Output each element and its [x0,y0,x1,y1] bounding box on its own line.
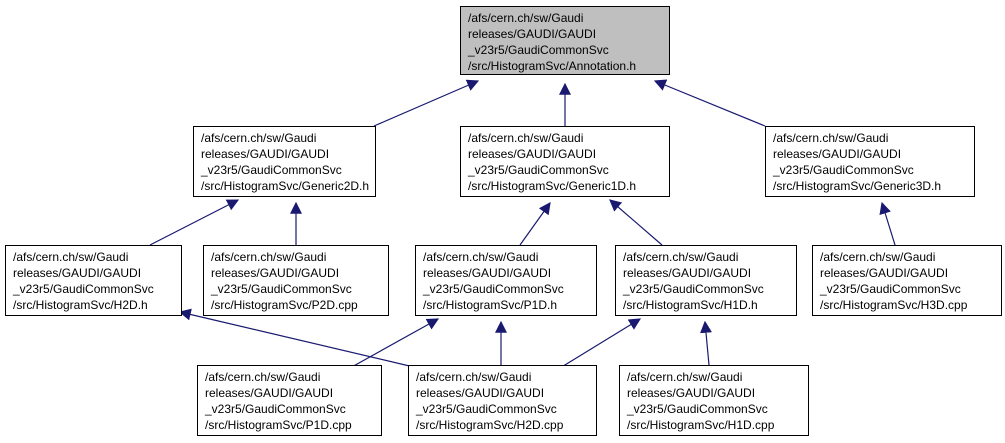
node-label-line: /src/HistogramSvc/H3D.cpp [820,298,968,312]
node-h1d-h[interactable]: /afs/cern.ch/sw/Gaudi releases/GAUDI/GAUD… [615,245,797,316]
node-label-line: _v23r5/GaudiCommonSvc [200,163,342,177]
node-p1d-cpp[interactable]: /afs/cern.ch/sw/Gaudi releases/GAUDI/GAUD… [197,365,382,436]
node-box [415,245,597,316]
node-label-line: /src/HistogramSvc/Generic2D.h [201,179,369,193]
node-label-line: _v23r5/GaudiCommonSvc [415,402,557,416]
node-h1d-cpp[interactable]: /afs/cern.ch/sw/Gaudi releases/GAUDI/GAUD… [619,365,809,436]
node-box [203,245,389,316]
node-generic3d[interactable]: /afs/cern.ch/sw/Gaudi releases/GAUDI/GAUD… [765,126,975,197]
node-label-line: /afs/cern.ch/sw/Gaudi [627,370,742,384]
node-label-line: /afs/cern.ch/sw/Gaudi [773,131,888,145]
node-h3d-cpp[interactable]: /afs/cern.ch/sw/Gaudi releases/GAUDI/GAUD… [812,245,1002,316]
node-label-line: releases/GAUDI/GAUDI [423,266,551,280]
node-label-line: releases/GAUDI/GAUDI [205,386,333,400]
node-h2d-cpp[interactable]: /afs/cern.ch/sw/Gaudi releases/GAUDI/GAUD… [408,365,597,436]
node-label-line: /afs/cern.ch/sw/Gaudi [820,250,935,264]
node-box [619,365,809,436]
node-label-line: /src/HistogramSvc/P1D.cpp [205,418,352,432]
node-box [460,6,670,75]
node-box [812,245,1002,316]
node-p2d-cpp[interactable]: /afs/cern.ch/sw/Gaudi releases/GAUDI/GAUD… [203,245,389,316]
node-label-line: releases/GAUDI/GAUDI [627,386,755,400]
node-label-line: /afs/cern.ch/sw/Gaudi [211,250,326,264]
node-box [765,126,975,197]
node-label-line: releases/GAUDI/GAUDI [468,27,596,41]
node-label-line: releases/GAUDI/GAUDI [201,147,329,161]
node-label-line: releases/GAUDI/GAUDI [773,147,901,161]
node-label-line: /afs/cern.ch/sw/Gaudi [13,250,128,264]
node-label-line: releases/GAUDI/GAUDI [468,147,596,161]
node-label-line: _v23r5/GaudiCommonSvc [819,282,961,296]
node-label-line: _v23r5/GaudiCommonSvc [626,402,768,416]
edge-h2d_h-to-generic2d [149,199,240,246]
node-label-line: /afs/cern.ch/sw/Gaudi [416,370,531,384]
node-label-line: /afs/cern.ch/sw/Gaudi [201,131,316,145]
node-label-line: /src/HistogramSvc/Generic3D.h [773,179,941,193]
edges-layer [149,79,896,369]
node-label-line: _v23r5/GaudiCommonSvc [210,282,352,296]
node-label-line: /src/HistogramSvc/H2D.cpp [416,418,564,432]
node-label-line: _v23r5/GaudiCommonSvc [467,163,609,177]
node-h2d-h[interactable]: /afs/cern.ch/sw/Gaudi releases/GAUDI/GAUD… [5,245,182,316]
node-label-line: releases/GAUDI/GAUDI [211,266,339,280]
node-label-line: /src/HistogramSvc/H1D.h [623,298,758,312]
node-label-line: releases/GAUDI/GAUDI [13,266,141,280]
edge-p1d_cpp-to-p1d_h [349,318,440,369]
node-label-line: releases/GAUDI/GAUDI [820,266,948,280]
node-box [5,245,182,316]
node-label-line: releases/GAUDI/GAUDI [416,386,544,400]
node-generic2d[interactable]: /afs/cern.ch/sw/Gaudi releases/GAUDI/GAUD… [193,126,376,197]
node-label-line: _v23r5/GaudiCommonSvc [12,282,154,296]
node-label-line: /afs/cern.ch/sw/Gaudi [205,370,320,384]
node-box [197,365,382,436]
node-label-line: /src/HistogramSvc/P1D.h [423,298,557,312]
node-annotation[interactable]: /afs/cern.ch/sw/Gaudi releases/GAUDI/GAUD… [460,6,670,75]
node-label-line: _v23r5/GaudiCommonSvc [422,282,564,296]
node-label-line: _v23r5/GaudiCommonSvc [467,43,609,57]
node-box [193,126,376,197]
node-label-line: /src/HistogramSvc/Generic1D.h [468,179,636,193]
nodes-layer: /afs/cern.ch/sw/Gaudi releases/GAUDI/GAUD… [5,6,1002,436]
node-label-line: _v23r5/GaudiCommonSvc [622,282,764,296]
edge-h1d_h-to-generic1d [609,199,663,246]
node-generic1d[interactable]: /afs/cern.ch/sw/Gaudi releases/GAUDI/GAUD… [460,126,670,197]
node-label-line: releases/GAUDI/GAUDI [623,266,751,280]
edge-h3d_cpp-to-generic3d [879,201,896,246]
node-box [460,126,670,197]
node-label-line: /afs/cern.ch/sw/Gaudi [423,250,538,264]
node-label-line: /afs/cern.ch/sw/Gaudi [468,131,583,145]
node-label-line: /afs/cern.ch/sw/Gaudi [623,250,738,264]
edge-h2d_cpp-to-h1d_h [559,318,642,369]
node-label-line: /src/HistogramSvc/H2D.h [13,298,148,312]
edge-generic2d-to-annotation [373,79,480,127]
node-label-line: /src/HistogramSvc/H1D.cpp [627,418,775,432]
node-p1d-h[interactable]: /afs/cern.ch/sw/Gaudi releases/GAUDI/GAUD… [415,245,597,316]
node-label-line: _v23r5/GaudiCommonSvc [204,402,346,416]
node-label-line: _v23r5/GaudiCommonSvc [772,163,914,177]
node-box [408,365,597,436]
edge-p1d_h-to-generic1d [519,202,551,246]
node-label-line: /afs/cern.ch/sw/Gaudi [468,11,583,25]
edge-generic3d-to-annotation [653,79,766,127]
node-label-line: /src/HistogramSvc/P2D.cpp [211,298,358,312]
edge-h1d_cpp-to-h1d_h [700,320,712,366]
node-label-line: /src/HistogramSvc/Annotation.h [468,59,636,73]
node-box [615,245,797,316]
edge-h2d_cpp-to-h2d_h [178,308,419,369]
